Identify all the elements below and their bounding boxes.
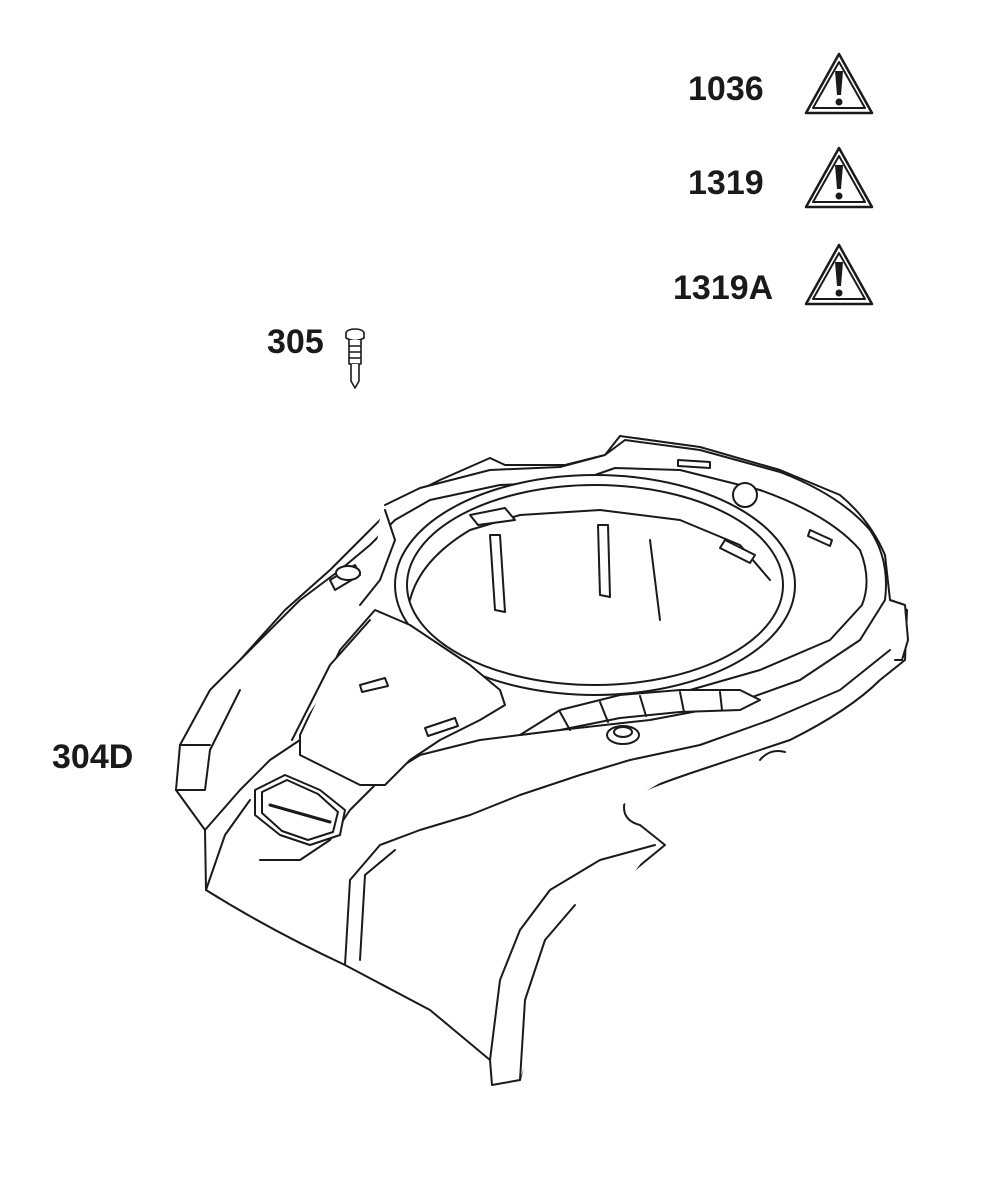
screw-icon [338, 326, 372, 390]
callout-305: 305 [267, 323, 324, 361]
callout-1319a: 1319A [673, 269, 774, 307]
warning-triangle-icon [803, 145, 875, 211]
callout-1319: 1319 [688, 164, 764, 202]
warning-triangle-icon [803, 51, 875, 117]
callout-304d: 304D [52, 738, 134, 776]
callout-1036: 1036 [688, 70, 764, 108]
warning-triangle-icon [803, 242, 875, 308]
